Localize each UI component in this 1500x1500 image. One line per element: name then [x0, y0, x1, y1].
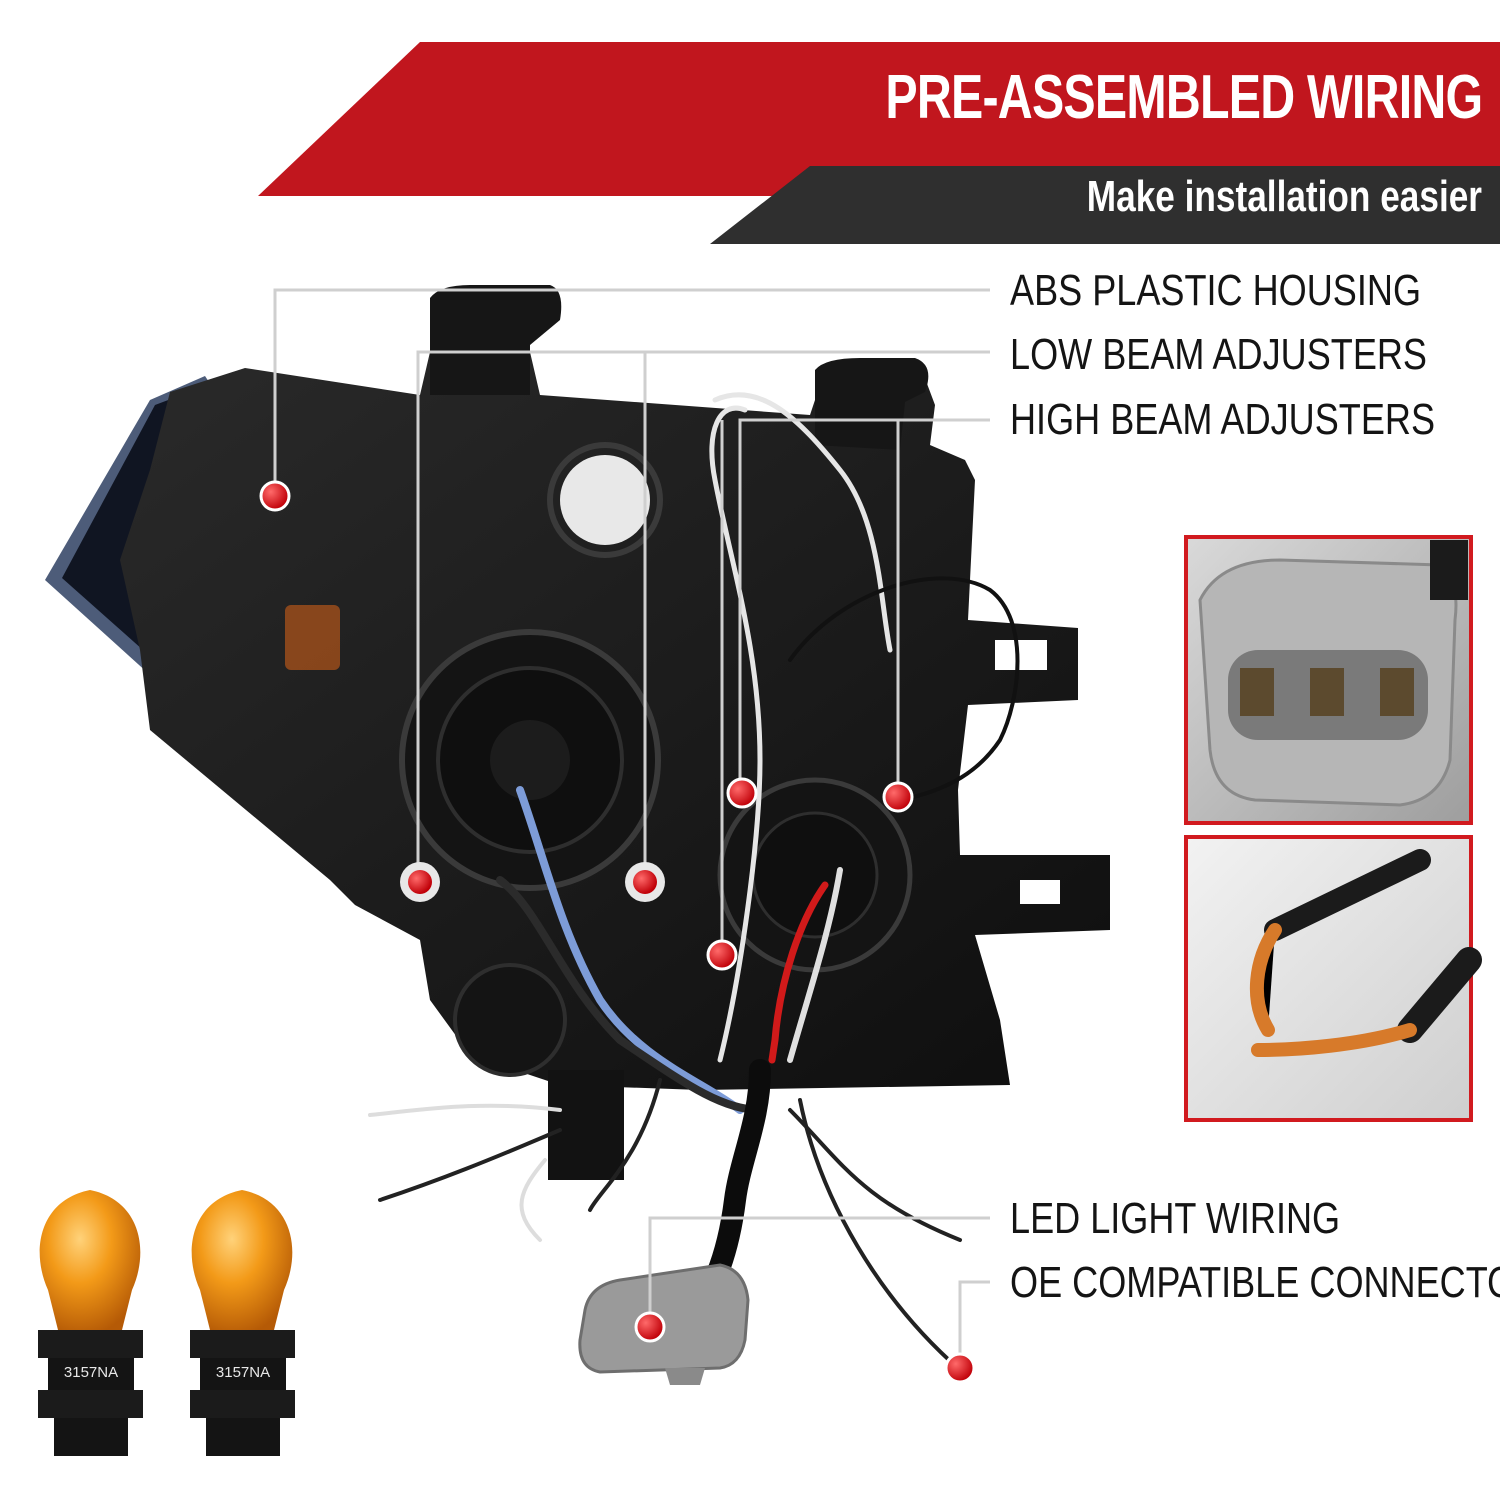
title-banner: [258, 42, 1500, 196]
stripped-wire-inset: [1184, 835, 1482, 1122]
connector-closeup-inset: [1184, 535, 1473, 825]
oe-connector: [578, 1263, 750, 1385]
feature-oe-connector: OE COMPATIBLE CONNECTOR: [1010, 1258, 1500, 1307]
marker-wire-end: [944, 1352, 976, 1384]
amber-bulb-left: [38, 1190, 143, 1456]
bulb-right-label: 3157NA: [215, 1364, 271, 1381]
amber-bulb-right: [190, 1190, 295, 1456]
marker-led-wiring: [706, 939, 738, 971]
wiring-harness: [368, 392, 1020, 1372]
marker-high-beam-left: [726, 777, 758, 809]
banner-subtitle: Make installation easier: [1086, 172, 1482, 221]
marker-housing: [259, 480, 291, 512]
marker-connector: [634, 1311, 666, 1343]
feature-abs-housing: ABS PLASTIC HOUSING: [1010, 266, 1422, 315]
feature-led-wiring: LED LIGHT WIRING: [1010, 1194, 1341, 1243]
subtitle-banner: [710, 166, 1500, 244]
headlight-housing: [45, 285, 1110, 1180]
callout-leader-lines: [273, 288, 990, 1365]
bulb-left-label: 3157NA: [63, 1364, 119, 1381]
feature-low-beam-adjusters: LOW BEAM ADJUSTERS: [1010, 330, 1428, 379]
feature-high-beam-adjusters: HIGH BEAM ADJUSTERS: [1010, 395, 1436, 444]
marker-high-beam-right: [882, 781, 914, 813]
callout-markers: [259, 480, 976, 1384]
banner-title: PRE-ASSEMBLED WIRING: [885, 63, 1483, 132]
